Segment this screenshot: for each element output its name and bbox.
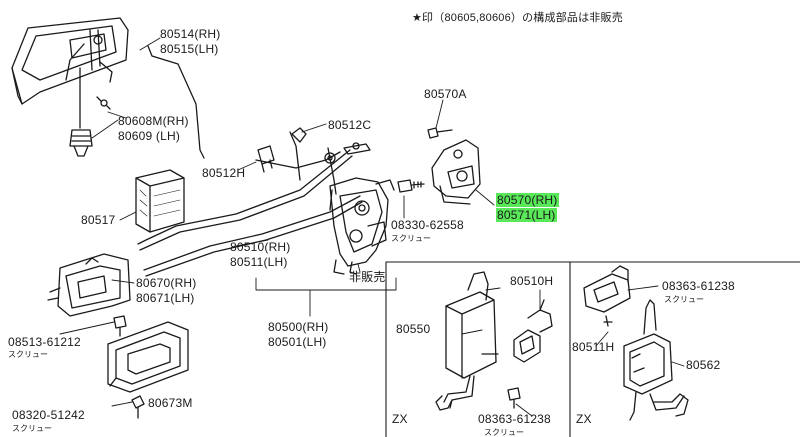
label-80570: 80570(RH) xyxy=(496,193,559,207)
door-latch-drawing xyxy=(329,177,395,275)
escutcheon-screw-drawing xyxy=(131,395,145,419)
switch-right-drawing xyxy=(583,265,631,327)
label-80500: 80500(RH) xyxy=(268,320,329,334)
label-80510: 80510(RH) xyxy=(230,240,291,254)
label-80673m: 80673M xyxy=(148,396,193,410)
actuator-drawing xyxy=(435,271,499,411)
label-screw-4: スクリュー xyxy=(484,428,524,437)
cushion-block-drawing xyxy=(135,169,185,233)
lock-cylinder-drawing xyxy=(69,67,93,157)
label-80671: 80671(LH) xyxy=(136,291,195,305)
label-80570a: 80570A xyxy=(424,87,467,101)
zx-screw-a-drawing xyxy=(507,387,521,409)
label-80670: 80670(RH) xyxy=(136,276,197,290)
highlight-80571: 80571(LH) xyxy=(496,208,557,222)
label-80512c: 80512C xyxy=(328,118,372,132)
label-screw-1: スクリュー xyxy=(391,234,431,243)
linkage-rods-drawing xyxy=(137,131,363,277)
label-80511: 80511(LH) xyxy=(230,255,288,269)
label-08363-61238-a: 08363-61238 xyxy=(478,412,551,426)
label-screw-3: スクリュー xyxy=(12,424,52,433)
clips-drawing xyxy=(257,127,371,173)
zx-leader-lines xyxy=(461,285,685,417)
label-08513-61212: 08513-61212 xyxy=(8,335,81,349)
actuator-right-drawing xyxy=(623,299,689,421)
note-text: ★印（80605,80606）の構成部品は非販売 xyxy=(412,12,623,24)
label-08320-51242: 08320-51242 xyxy=(12,408,85,422)
label-80511h: 80511H xyxy=(572,340,615,354)
label-80550: 80550 xyxy=(396,322,431,336)
latch-screw-drawing xyxy=(397,179,425,193)
base-screw-drawing xyxy=(113,315,127,337)
outside-handle-drawing xyxy=(11,17,129,110)
lock-rod-drawing xyxy=(147,45,205,159)
inside-handle-base-drawing xyxy=(47,253,131,317)
label-80571: 80571(LH) xyxy=(496,208,557,222)
label-80501: 80501(LH) xyxy=(268,335,327,349)
label-08330-62558: 08330-62558 xyxy=(391,218,464,232)
label-80512h: 80512H xyxy=(202,166,246,180)
label-08363-61238-b: 08363-61238 xyxy=(662,279,735,293)
switch-drawing xyxy=(513,299,553,363)
label-80517: 80517 xyxy=(81,213,116,227)
label-screw-5: スクリュー xyxy=(664,295,704,304)
leader-lines xyxy=(59,37,495,407)
escutcheon-drawing xyxy=(107,321,189,393)
label-80608m: 80608M(RH) xyxy=(118,114,189,128)
label-80562: 80562 xyxy=(686,358,721,372)
label-80514: 80514(RH) xyxy=(160,27,221,41)
label-80510h: 80510H xyxy=(510,274,554,288)
label-80515: 80515(LH) xyxy=(160,42,219,56)
zx-frame xyxy=(385,261,800,437)
highlight-80570: 80570(RH) xyxy=(496,193,559,207)
label-hibaibai: 非販売 xyxy=(349,270,386,284)
label-zx-right: ZX xyxy=(576,412,592,426)
label-zx-left: ZX xyxy=(392,412,408,426)
label-screw-2: スクリュー xyxy=(8,350,48,359)
striker-drawing xyxy=(427,127,481,205)
label-80609: 80609 (LH) xyxy=(118,129,181,143)
